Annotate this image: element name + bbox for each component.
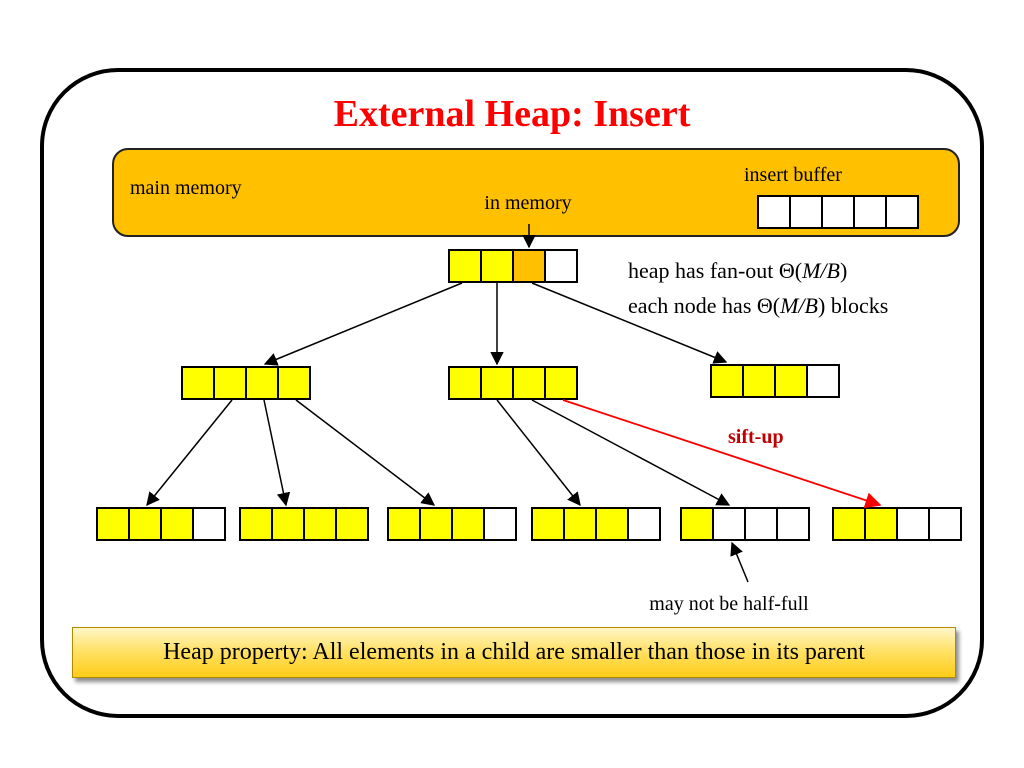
filled-block xyxy=(742,364,776,398)
fanout-line-1-pre: heap has fan-out Θ( xyxy=(628,258,803,283)
empty-block xyxy=(885,195,919,229)
filled-block xyxy=(774,364,808,398)
empty-block xyxy=(806,364,840,398)
insert-buffer xyxy=(757,195,919,229)
empty-block xyxy=(757,195,791,229)
filled-block xyxy=(181,366,215,400)
filled-block xyxy=(239,507,273,541)
empty-block xyxy=(483,507,517,541)
slide-frame xyxy=(40,68,984,718)
filled-block xyxy=(213,366,247,400)
filled-block xyxy=(448,249,482,283)
empty-block xyxy=(544,249,578,283)
fanout-line-2-ital: M/B xyxy=(780,293,818,318)
heap-property-text: Heap property: All elements in a child a… xyxy=(163,639,865,665)
filled-block xyxy=(96,507,130,541)
fanout-line-1-ital: M/B xyxy=(802,258,840,283)
heap-node-level1-left xyxy=(181,366,311,400)
filled-block xyxy=(245,366,279,400)
filled-block xyxy=(832,507,866,541)
filled-block xyxy=(448,366,482,400)
heap-leaf-node-4 xyxy=(531,507,661,541)
filled-block xyxy=(710,364,744,398)
heap-node-level1-right xyxy=(710,364,840,398)
fanout-line-2-post: ) blocks xyxy=(818,293,889,318)
filled-block xyxy=(335,507,369,541)
filled-block xyxy=(160,507,194,541)
filled-block xyxy=(544,366,578,400)
filled-block xyxy=(680,507,714,541)
fanout-line-2-pre: each node has Θ( xyxy=(628,293,781,318)
empty-block xyxy=(896,507,930,541)
empty-block xyxy=(853,195,887,229)
highlighted-block xyxy=(512,249,546,283)
heap-leaf-node-6 xyxy=(832,507,962,541)
filled-block xyxy=(864,507,898,541)
empty-block xyxy=(744,507,778,541)
filled-block xyxy=(480,366,514,400)
empty-block xyxy=(789,195,823,229)
empty-block xyxy=(627,507,661,541)
filled-block xyxy=(271,507,305,541)
empty-block xyxy=(821,195,855,229)
sift-up-label: sift-up xyxy=(728,426,784,448)
empty-block xyxy=(928,507,962,541)
fanout-line-1-post: ) xyxy=(840,258,848,283)
fanout-line-2: each node has Θ(M/B) blocks xyxy=(628,293,888,319)
slide-title: External Heap: Insert xyxy=(333,93,691,135)
half-full-label: may not be half-full xyxy=(649,593,809,615)
filled-block xyxy=(387,507,421,541)
heap-leaf-node-5 xyxy=(680,507,810,541)
filled-block xyxy=(451,507,485,541)
filled-block xyxy=(277,366,311,400)
fanout-line-1: heap has fan-out Θ(M/B) xyxy=(628,258,847,284)
filled-block xyxy=(563,507,597,541)
heap-leaf-node-2 xyxy=(239,507,369,541)
filled-block xyxy=(303,507,337,541)
filled-block xyxy=(531,507,565,541)
heap-leaf-node-3 xyxy=(387,507,517,541)
heap-property-statement: Heap property: All elements in a child a… xyxy=(72,627,956,678)
empty-block xyxy=(776,507,810,541)
filled-block xyxy=(419,507,453,541)
empty-block xyxy=(712,507,746,541)
heap-leaf-node-1 xyxy=(96,507,226,541)
in-memory-label: in memory xyxy=(484,192,572,214)
heap-root-node xyxy=(448,249,578,283)
heap-node-level1-middle xyxy=(448,366,578,400)
insert-buffer-label: insert buffer xyxy=(744,164,842,186)
main-memory-label: main memory xyxy=(130,177,242,199)
empty-block xyxy=(192,507,226,541)
filled-block xyxy=(512,366,546,400)
filled-block xyxy=(128,507,162,541)
filled-block xyxy=(595,507,629,541)
filled-block xyxy=(480,249,514,283)
